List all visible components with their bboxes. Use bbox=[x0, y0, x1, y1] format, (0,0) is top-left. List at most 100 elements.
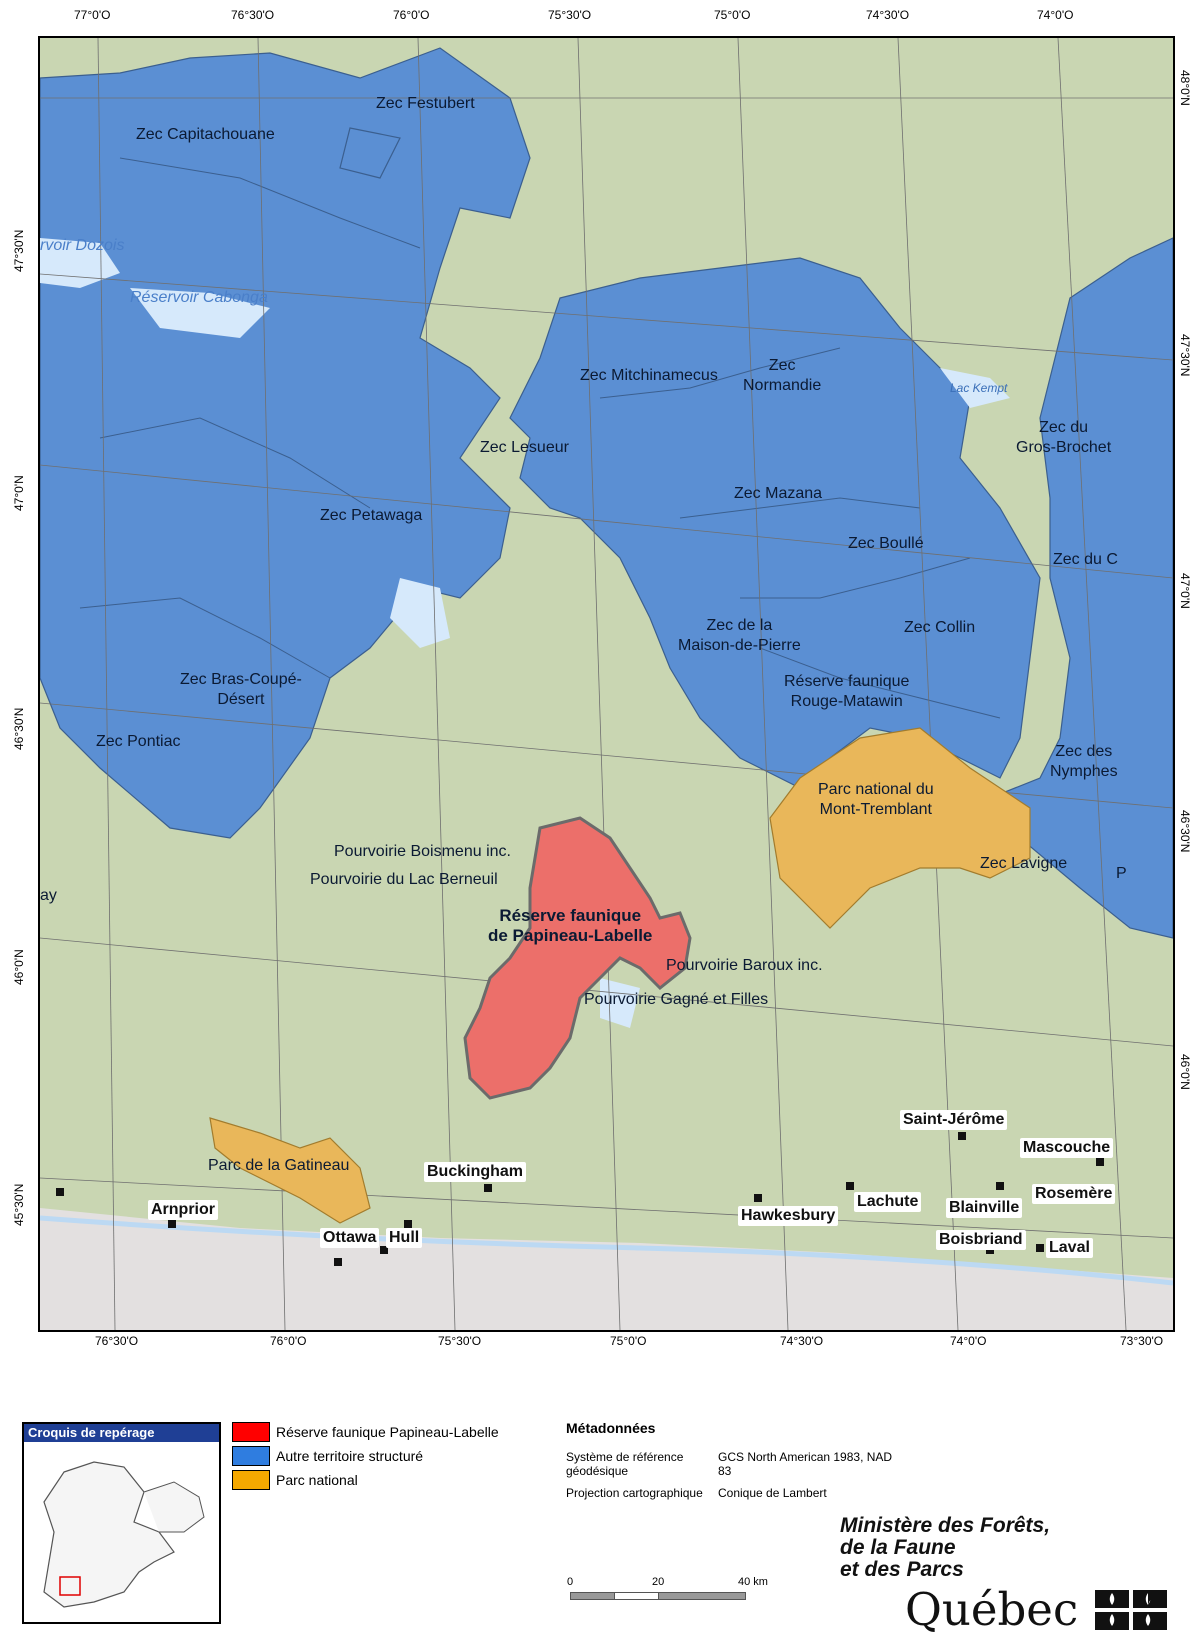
city-marker bbox=[56, 1188, 64, 1196]
city-marker bbox=[1096, 1158, 1104, 1166]
scale-segment bbox=[570, 1592, 616, 1600]
longitude-label: 75°30'O bbox=[548, 8, 592, 22]
labrador-outline bbox=[143, 1481, 205, 1533]
zone-label: Réserve faunique Rouge-Matawin bbox=[784, 673, 910, 710]
metadata-row: Système de référence géodésique GCS Nort… bbox=[566, 1450, 898, 1478]
longitude-label: 77°0'O bbox=[74, 8, 111, 22]
zone-label: Parc national du Mont-Tremblant bbox=[818, 781, 934, 818]
city-label: Rosemère bbox=[1032, 1184, 1116, 1204]
legend-label: Parc national bbox=[276, 1472, 358, 1488]
city-label: Hawkesbury bbox=[738, 1206, 839, 1226]
zone-label: Zec Capitachouane bbox=[136, 126, 275, 143]
longitude-label: 75°0'O bbox=[714, 8, 751, 22]
city-label: Saint-Jérôme bbox=[900, 1110, 1008, 1130]
latitude-label: 47°30'N bbox=[12, 229, 26, 272]
ministry-line: de la Faune bbox=[840, 1536, 956, 1559]
longitude-label: 75°0'O bbox=[610, 1334, 647, 1348]
latitude-label: 46°30'N bbox=[1178, 810, 1192, 853]
city-label: Arnprior bbox=[148, 1200, 218, 1220]
scale-label: 0 bbox=[567, 1576, 574, 1588]
zone-label: Zec Petawaga bbox=[320, 507, 423, 524]
legend-label: Autre territoire structuré bbox=[276, 1448, 424, 1464]
longitude-label: 76°0'O bbox=[393, 8, 430, 22]
legend-item: Parc national bbox=[232, 1468, 499, 1492]
legend-swatch-blue bbox=[232, 1446, 270, 1466]
city-marker bbox=[168, 1220, 176, 1228]
zone-label: Zec des Nymphes bbox=[1050, 743, 1118, 780]
inset-location-box bbox=[59, 1576, 81, 1596]
fleur-de-lis-icon bbox=[1095, 1590, 1167, 1630]
longitude-label: 76°30'O bbox=[231, 8, 275, 22]
legend-swatch-orange bbox=[232, 1470, 270, 1490]
legend: Réserve faunique Papineau-Labelle Autre … bbox=[232, 1420, 499, 1492]
zone-label: ay bbox=[40, 887, 57, 904]
inset-map-canvas bbox=[43, 1461, 205, 1608]
zone-label: Zec Festubert bbox=[376, 95, 475, 112]
scale-label: 20 bbox=[652, 1576, 665, 1588]
city-label: Ottawa bbox=[320, 1228, 380, 1248]
ministry-name: Ministère des Forêts, de la Faune et des… bbox=[840, 1515, 1050, 1581]
zone-label: Zec Mitchinamecus bbox=[580, 367, 718, 384]
city-marker bbox=[484, 1184, 492, 1192]
main-map[interactable]: Réservoir Cabonga rvoir Dozois Lac Kempt… bbox=[38, 36, 1175, 1332]
city-marker bbox=[846, 1182, 854, 1190]
city-marker bbox=[996, 1182, 1004, 1190]
longitude-label: 74°0'O bbox=[950, 1334, 987, 1348]
zone-label: Zec Collin bbox=[904, 619, 976, 636]
zone-label: Zec Boullé bbox=[848, 535, 924, 552]
zone-label: Zec Lavigne bbox=[980, 855, 1068, 872]
legend-item: Autre territoire structuré bbox=[232, 1444, 499, 1468]
legend-item: Réserve faunique Papineau-Labelle bbox=[232, 1420, 499, 1444]
zone-label: Pourvoirie du Lac Berneuil bbox=[310, 871, 498, 888]
scale-segment bbox=[658, 1592, 746, 1600]
metadata-row: Projection cartographique Conique de Lam… bbox=[566, 1486, 898, 1500]
metadata-key: Système de référence géodésique bbox=[566, 1450, 684, 1478]
latitude-label: 48°0'N bbox=[1178, 70, 1192, 106]
legend-swatch-red bbox=[232, 1422, 270, 1442]
parc-gatineau bbox=[209, 1117, 371, 1224]
longitude-label: 74°0'O bbox=[1037, 8, 1074, 22]
zone-label: Zec Pontiac bbox=[96, 733, 181, 750]
quebec-outline bbox=[43, 1461, 175, 1608]
zone-label: Zec Lesueur bbox=[480, 439, 569, 456]
zone-label: Pourvoirie Gagné et Filles bbox=[584, 991, 769, 1008]
longitude-label: 76°30'O bbox=[95, 1334, 139, 1348]
quebec-wordmark: Québec bbox=[905, 1583, 1079, 1636]
city-label: Mascouche bbox=[1020, 1138, 1114, 1158]
city-label: Hull bbox=[386, 1228, 423, 1248]
water-label: rvoir Dozois bbox=[40, 237, 125, 254]
ottawa-river bbox=[40, 1215, 1173, 1286]
zone-label: Zec Bras-Coupé- Désert bbox=[180, 671, 302, 708]
zone-label: P bbox=[1116, 865, 1127, 882]
inset-title: Croquis de repérage bbox=[24, 1424, 219, 1442]
zone-label: Zec de la Maison-de-Pierre bbox=[678, 617, 801, 654]
water-label: Réservoir Cabonga bbox=[130, 289, 268, 306]
water-label: Lac Kempt bbox=[950, 381, 1008, 395]
city-label: Lachute bbox=[854, 1192, 922, 1212]
longitude-label: 76°0'O bbox=[270, 1334, 307, 1348]
latitude-label: 46°0'N bbox=[1178, 1054, 1192, 1090]
latitude-label: 45°30'N bbox=[12, 1183, 26, 1226]
scale-segment bbox=[614, 1592, 660, 1600]
city-marker bbox=[380, 1246, 388, 1254]
zone-label: Zec du Gros-Brochet bbox=[1016, 419, 1112, 456]
longitude-label: 73°30'O bbox=[1120, 1334, 1164, 1348]
city-label: Laval bbox=[1046, 1238, 1093, 1258]
zone-label: Pourvoirie Boismenu inc. bbox=[334, 843, 511, 860]
longitude-label: 74°30'O bbox=[866, 8, 910, 22]
latitude-label: 46°30'N bbox=[12, 707, 26, 750]
zone-label: Parc de la Gatineau bbox=[208, 1157, 350, 1174]
metadata-value: Conique de Lambert bbox=[718, 1486, 827, 1500]
city-label: Boisbriand bbox=[936, 1230, 1026, 1250]
zone-label: Zec du C bbox=[1053, 551, 1118, 568]
reserve-papineau-labelle bbox=[463, 816, 692, 1100]
metadata-key: Projection cartographique bbox=[566, 1486, 703, 1500]
parc-mont-tremblant bbox=[769, 727, 1031, 929]
scale-bar: 0 20 40 km bbox=[567, 1576, 770, 1606]
zone-label: Zec Normandie bbox=[743, 357, 822, 394]
city-marker bbox=[958, 1132, 966, 1140]
longitude-label: 75°30'O bbox=[438, 1334, 482, 1348]
zec-territories bbox=[40, 47, 1173, 939]
scale-label: 40 km bbox=[738, 1576, 768, 1588]
city-marker bbox=[1036, 1244, 1044, 1252]
